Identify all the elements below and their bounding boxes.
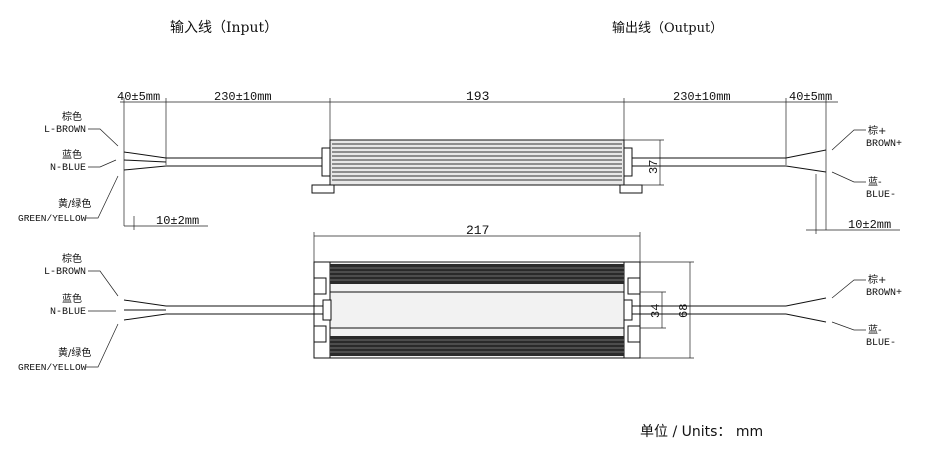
top-brown-cn: 棕色 bbox=[62, 110, 82, 123]
mount-slot-left-bottom bbox=[313, 325, 327, 343]
top-blue-cn: 蓝色 bbox=[62, 148, 82, 161]
top-minus-en: BLUE- bbox=[866, 190, 896, 201]
bottom-gy-cn: 黄/绿色 bbox=[58, 346, 91, 359]
dim-input-tin: 10±2mm bbox=[156, 214, 199, 228]
input-gland bbox=[322, 299, 332, 321]
input-wire-ends bbox=[123, 151, 167, 171]
top-gy-en: GREEN/YELLOW bbox=[18, 213, 87, 224]
bottom-blue-en: N-BLUE bbox=[50, 307, 86, 318]
dim-height: 37 bbox=[647, 160, 661, 174]
side-right-endcap bbox=[623, 147, 633, 177]
top-input-wire-ends bbox=[123, 299, 167, 321]
top-gy-cn: 黄/绿色 bbox=[58, 197, 91, 210]
dim-body-length: 193 bbox=[466, 89, 489, 104]
top-brown-en: L-BROWN bbox=[44, 125, 86, 136]
top-minus-cn: 蓝- bbox=[868, 176, 882, 188]
bottom-blue-cn: 蓝色 bbox=[62, 292, 82, 305]
dim-output-cable: 230±10mm bbox=[673, 90, 731, 104]
top-blue-en: N-BLUE bbox=[50, 163, 86, 174]
bottom-plus-cn: 棕+ bbox=[868, 273, 886, 286]
bottom-brown-en: L-BROWN bbox=[44, 267, 86, 278]
bottom-plus-en: BROWN+ bbox=[866, 288, 902, 299]
dim-width: 68 bbox=[677, 304, 691, 318]
dim-mount-width: 34 bbox=[649, 304, 663, 318]
dim-output-tin: 10±2mm bbox=[848, 218, 891, 232]
top-output-wire-ends bbox=[785, 297, 827, 323]
output-heading: 输出线（Output） bbox=[612, 20, 723, 36]
side-housing-fins bbox=[332, 143, 622, 181]
top-view: 217 bbox=[18, 223, 902, 373]
top-rib-band bbox=[330, 264, 624, 284]
side-right-flange bbox=[619, 184, 643, 194]
bottom-minus-cn: 蓝- bbox=[868, 324, 882, 336]
dim-input-strip: 40±5mm bbox=[117, 90, 160, 104]
side-left-flange bbox=[311, 184, 335, 194]
top-plus-en: BROWN+ bbox=[866, 139, 902, 150]
side-housing bbox=[329, 139, 625, 186]
output-gland bbox=[623, 299, 633, 321]
dim-total-length: 217 bbox=[466, 223, 489, 238]
dim-input-cable: 230±10mm bbox=[214, 90, 272, 104]
mount-slot-right-bottom bbox=[627, 325, 641, 343]
side-left-endcap bbox=[321, 147, 331, 177]
bottom-gy-en: GREEN/YELLOW bbox=[18, 362, 87, 373]
side-view: 40±5mm 230±10mm 193 230±10mm 40±5mm bbox=[18, 89, 902, 234]
mount-slot-left-top bbox=[313, 277, 327, 295]
units-label: 单位 / Units： mm bbox=[640, 424, 763, 440]
output-wire-ends bbox=[785, 149, 827, 173]
dim-output-strip: 40±5mm bbox=[789, 90, 832, 104]
input-heading: 输入线（Input） bbox=[170, 20, 278, 36]
bottom-minus-en: BLUE- bbox=[866, 338, 896, 349]
bottom-rib-band bbox=[330, 336, 624, 356]
bottom-brown-cn: 棕色 bbox=[62, 252, 82, 265]
top-plus-cn: 棕+ bbox=[868, 124, 886, 137]
mount-slot-right-top bbox=[627, 277, 641, 295]
